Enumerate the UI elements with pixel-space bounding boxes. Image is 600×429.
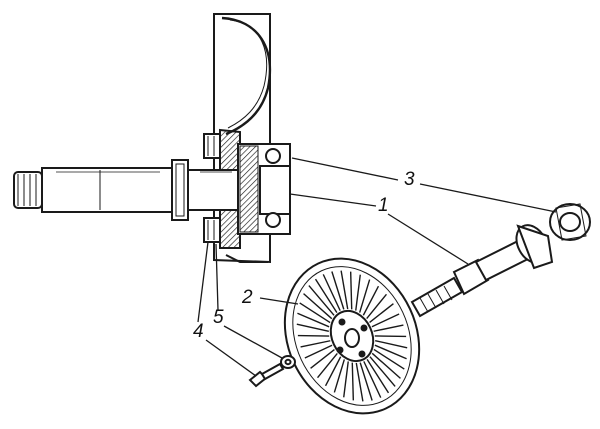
label-3: 3 bbox=[404, 169, 415, 190]
fan-fin bbox=[363, 361, 382, 398]
fan-fin bbox=[333, 359, 346, 393]
fan-fin bbox=[308, 285, 335, 316]
fan-fin bbox=[300, 340, 331, 348]
fan-fin bbox=[314, 278, 338, 313]
fan-fin bbox=[310, 349, 335, 369]
fan-fin bbox=[324, 356, 342, 387]
leader-3a bbox=[291, 157, 399, 181]
leader-1a bbox=[289, 193, 377, 207]
fan-fin bbox=[369, 303, 394, 323]
fan-disc bbox=[283, 257, 421, 415]
label-5: 5 bbox=[213, 307, 224, 328]
leader-2 bbox=[259, 297, 299, 305]
fan-fin bbox=[355, 362, 364, 402]
leader-lines bbox=[197, 157, 557, 377]
spline-shaft bbox=[410, 224, 554, 318]
leader-5b bbox=[223, 325, 283, 359]
fan-fin bbox=[366, 293, 387, 320]
fan-fin bbox=[299, 302, 331, 324]
fan-fin bbox=[317, 352, 338, 379]
fan-fin bbox=[355, 274, 361, 311]
output-shaft bbox=[13, 159, 239, 221]
fan-fin bbox=[371, 352, 401, 379]
loose-bearing bbox=[549, 203, 591, 241]
small-bolt bbox=[248, 362, 285, 388]
fan-fin bbox=[296, 323, 329, 333]
bolt-lower bbox=[203, 217, 221, 243]
leader-1b bbox=[387, 213, 469, 265]
fan-fin bbox=[375, 339, 408, 349]
fan-fin bbox=[322, 274, 341, 311]
label-4: 4 bbox=[193, 321, 204, 342]
leader-3b bbox=[419, 183, 557, 213]
fan-fin bbox=[297, 312, 330, 328]
fan-fin bbox=[331, 271, 345, 310]
fan-fin bbox=[340, 270, 349, 310]
fan-fin bbox=[304, 344, 333, 359]
label-1: 1 bbox=[378, 195, 389, 216]
fan-fin bbox=[303, 293, 333, 320]
bolt-upper bbox=[203, 133, 221, 159]
fan-fin bbox=[371, 313, 400, 328]
washer bbox=[280, 355, 296, 369]
label-2: 2 bbox=[242, 287, 253, 308]
fan-fin bbox=[374, 344, 407, 360]
leader-4 bbox=[197, 241, 209, 323]
fan-fin bbox=[373, 348, 405, 370]
fan-fin bbox=[366, 359, 390, 394]
fan-fin bbox=[358, 279, 371, 313]
fan-fin bbox=[369, 356, 396, 387]
fan-fin bbox=[362, 285, 380, 316]
fan-fin bbox=[349, 271, 353, 310]
fan-fin bbox=[373, 324, 404, 332]
fan-fin bbox=[343, 361, 349, 398]
installed-bearing bbox=[237, 143, 291, 235]
fan-fin bbox=[359, 362, 373, 401]
leader-5 bbox=[215, 243, 219, 311]
leader-4b bbox=[205, 339, 257, 377]
fan-fin bbox=[351, 362, 355, 401]
